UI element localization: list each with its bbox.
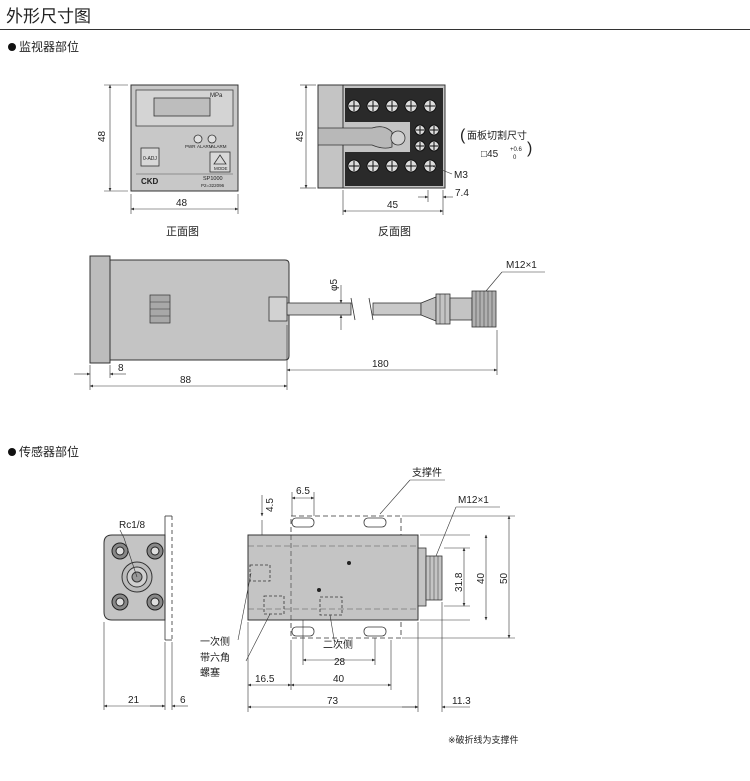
rear-gap-dim: 7.4 bbox=[455, 188, 469, 199]
led-pwr-icon bbox=[193, 134, 203, 144]
front-height-dim: 48 bbox=[97, 130, 108, 142]
sensor-end-view: Rc1/8 21 6 bbox=[103, 515, 188, 710]
bottom-terminal-row bbox=[345, 152, 443, 186]
section-sensor-label: 传感器部位 bbox=[19, 445, 80, 459]
section-heading-monitor: 监视器部位 bbox=[8, 38, 79, 55]
sensor-port-label: Rc1/8 bbox=[119, 520, 146, 531]
front-width-dim: 48 bbox=[176, 198, 188, 209]
bullet-icon bbox=[8, 43, 16, 51]
model-label: SP1000 bbox=[203, 176, 223, 182]
sensor-height-40-dim: 40 bbox=[476, 572, 487, 584]
svg-text:(: ( bbox=[460, 127, 466, 144]
rear-cable-arm bbox=[317, 126, 393, 149]
sensor-side-6-dim: 6 bbox=[180, 695, 186, 706]
footnote: ※破折线为支撑件 bbox=[448, 734, 519, 746]
led-label-alarm2: ALARM bbox=[211, 144, 227, 149]
section-heading-sensor: 传感器部位 bbox=[8, 443, 79, 460]
side-body bbox=[109, 259, 290, 361]
sensor-body bbox=[247, 534, 419, 621]
top-terminal-row bbox=[345, 88, 443, 122]
led-alarm-icon bbox=[207, 134, 217, 144]
front-view-caption: 正面图 bbox=[166, 225, 199, 238]
sensor-mid-40-dim: 40 bbox=[333, 674, 345, 685]
side-front-dim: 8 bbox=[118, 363, 124, 374]
sensor-top-45-dim: 4.5 bbox=[265, 498, 276, 512]
rear-width-dim: 45 bbox=[387, 200, 399, 211]
svg-text:): ) bbox=[527, 140, 532, 157]
cable-right bbox=[372, 302, 422, 316]
rear-height-dim: 45 bbox=[295, 130, 306, 142]
side-connector-label: M12×1 bbox=[506, 260, 537, 271]
secondary-side-label: 二次侧 bbox=[323, 638, 353, 651]
cable-dia-dim: φ5 bbox=[329, 279, 340, 291]
monitor-side-view: M12×1 φ5 8 88 180 bbox=[74, 255, 545, 390]
mode-button bbox=[209, 151, 231, 173]
hex-plug-label-2: 螺塞 bbox=[200, 666, 220, 679]
model-sub-label: P2=322096 bbox=[201, 183, 225, 188]
rear-view-caption: 反面图 bbox=[378, 225, 411, 238]
panel-tol-upper: +0.6 bbox=[510, 147, 523, 153]
sensor-left-165-dim: 16.5 bbox=[255, 674, 275, 685]
sensor-total-73-dim: 73 bbox=[327, 696, 339, 707]
title-divider bbox=[0, 29, 750, 30]
cable-left bbox=[286, 302, 352, 316]
front-display bbox=[153, 97, 211, 117]
sensor-side-21-dim: 21 bbox=[128, 695, 140, 706]
page-title: 外形尺寸图 bbox=[6, 7, 91, 27]
mode-label: MODE bbox=[214, 166, 228, 171]
panel-cutout-value: □45 bbox=[481, 149, 499, 160]
sensor-mid-28-dim: 28 bbox=[334, 657, 346, 668]
sensor-connector-label: M12×1 bbox=[458, 495, 489, 506]
unit-label: MPa bbox=[210, 93, 223, 99]
monitor-front-view: MPa PWR ALARM ALARM 0-ADJ MODE CKD SP100… bbox=[97, 84, 239, 238]
hex-plug-label-1: 带六角 bbox=[200, 652, 230, 664]
zero-adjust-button bbox=[140, 147, 160, 167]
led-label-alarm1: ALARM bbox=[197, 144, 213, 149]
led-label-pwr: PWR bbox=[185, 144, 196, 149]
sensor-right-113-dim: 11.3 bbox=[452, 696, 471, 707]
side-bezel bbox=[89, 255, 111, 364]
support-label: 支撑件 bbox=[412, 466, 442, 479]
primary-side-label: 一次侧 bbox=[200, 635, 230, 648]
side-length-dim: 88 bbox=[180, 375, 192, 386]
sensor-height-50-dim: 50 bbox=[499, 572, 510, 584]
panel-tol-lower: 0 bbox=[513, 155, 517, 161]
sensor-top-65-dim: 6.5 bbox=[296, 486, 310, 497]
zero-adjust-label: 0-ADJ bbox=[143, 156, 157, 162]
sensor-main-view: M12×1 支撑件 4.5 6.5 31.8 40 50 一次侧 带六角 螺塞 … bbox=[200, 466, 515, 712]
monitor-rear-view: M3 45 45 7.4 ( 面板切割尺寸 □45 +0.6 0 ) 反面图 bbox=[295, 84, 532, 238]
rear-screw-label: M3 bbox=[454, 170, 468, 181]
bullet-icon bbox=[8, 448, 16, 456]
section-monitor-label: 监视器部位 bbox=[19, 40, 80, 54]
panel-cutout-label: 面板切割尺寸 bbox=[467, 129, 527, 142]
sensor-height-318-dim: 31.8 bbox=[454, 572, 465, 592]
side-cable-dim: 180 bbox=[372, 359, 389, 370]
side-cable-gland bbox=[268, 296, 288, 322]
brand-label: CKD bbox=[141, 177, 159, 186]
triangle-icon bbox=[213, 154, 227, 165]
